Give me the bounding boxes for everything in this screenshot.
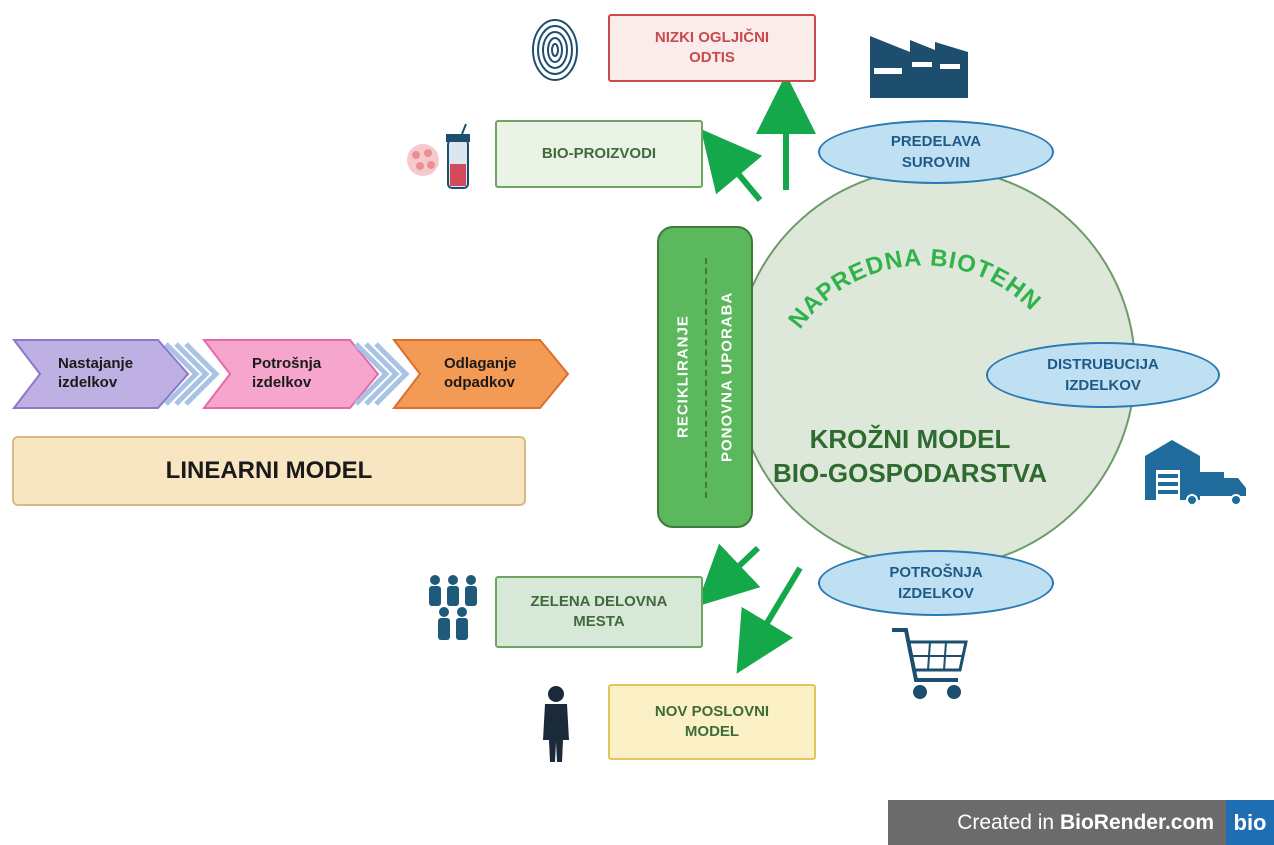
fingerprint-icon [532, 19, 578, 81]
chevron-nastajanje [11, 339, 190, 409]
ellipse-potrosnja-label: POTROŠNJA IZDELKOV [889, 564, 983, 602]
ellipse-distribucija-izdelkov: DISTRUBUCIJA IZDELKOV [986, 342, 1220, 408]
bioreactor-icon [407, 123, 470, 189]
box-nizki-label: NIZKI OGLJIČNI ODTIS [654, 29, 770, 66]
box-nov-label: NOV POSLOVNI MODEL [654, 703, 770, 740]
ellipse-distribucija-label: DISTRUBUCIJA IZDELKOV [1047, 356, 1159, 394]
box-zelena-label: ZELENA DELOVNA MESTA [530, 593, 668, 630]
label-ponovna-uporaba: PONOVNA UPORABA [718, 291, 736, 463]
linear-model-box: LINEARNI MODEL [12, 436, 526, 506]
biorender-text: Created in BioRender.com [957, 810, 1214, 834]
circular-model-title: KROŽNI MODEL BIO-GOSPODARSTVA [760, 422, 1060, 490]
linear-chevrons [11, 339, 570, 409]
factory-icon [870, 36, 968, 98]
circular-title-line1: KROŽNI MODEL [809, 424, 1011, 454]
label-recikliranje: RECIKLIRANJE [674, 315, 692, 439]
label-nastajanje: Nastajanje izdelkov [58, 355, 134, 391]
label-odlaganje: Odlaganje odpadkov [444, 355, 517, 391]
chevron-odlaganje [391, 339, 570, 409]
people-group-icon [429, 575, 477, 640]
biorender-logo: bio [1226, 800, 1274, 845]
box-nizki-ogljicni-odtis: NIZKI OGLJIČNI ODTIS [608, 14, 816, 82]
shopping-cart-icon [892, 628, 968, 699]
outcome-arrows [696, 74, 816, 674]
box-bio-proizvodi: BIO-PROIZVODI [495, 120, 703, 188]
arrow-to-nov [736, 566, 803, 674]
box-bio-label: BIO-PROIZVODI [541, 145, 657, 162]
linear-model-title: LINEARNI MODEL [165, 457, 373, 484]
ellipse-potrosnja-izdelkov: POTROŠNJA IZDELKOV [818, 550, 1054, 616]
businessman-icon [543, 686, 569, 762]
circular-title-line2: BIO-GOSPODARSTVA [773, 458, 1047, 488]
box-nov-poslovni-model: NOV POSLOVNI MODEL [608, 684, 816, 760]
warehouse-truck-icon [1145, 440, 1246, 506]
arrow-to-zelena [696, 543, 761, 607]
box-zelena-delovna-mesta: ZELENA DELOVNA MESTA [495, 576, 703, 648]
recycling-divider [705, 258, 707, 498]
biorender-badge[interactable]: Created in BioRender.com bio [888, 800, 1274, 845]
label-potrosnja: Potrošnja izdelkov [252, 355, 322, 391]
ellipse-predelava-surovin: PREDELAVA SUROVIN [818, 120, 1054, 184]
ellipse-predelava-label: PREDELAVA SUROVIN [890, 133, 982, 171]
recycling-bar: RECIKLIRANJE PONOVNA UPORABA [657, 226, 753, 528]
arrow-to-bio [700, 128, 763, 202]
chevron-potrosnja [201, 339, 380, 409]
